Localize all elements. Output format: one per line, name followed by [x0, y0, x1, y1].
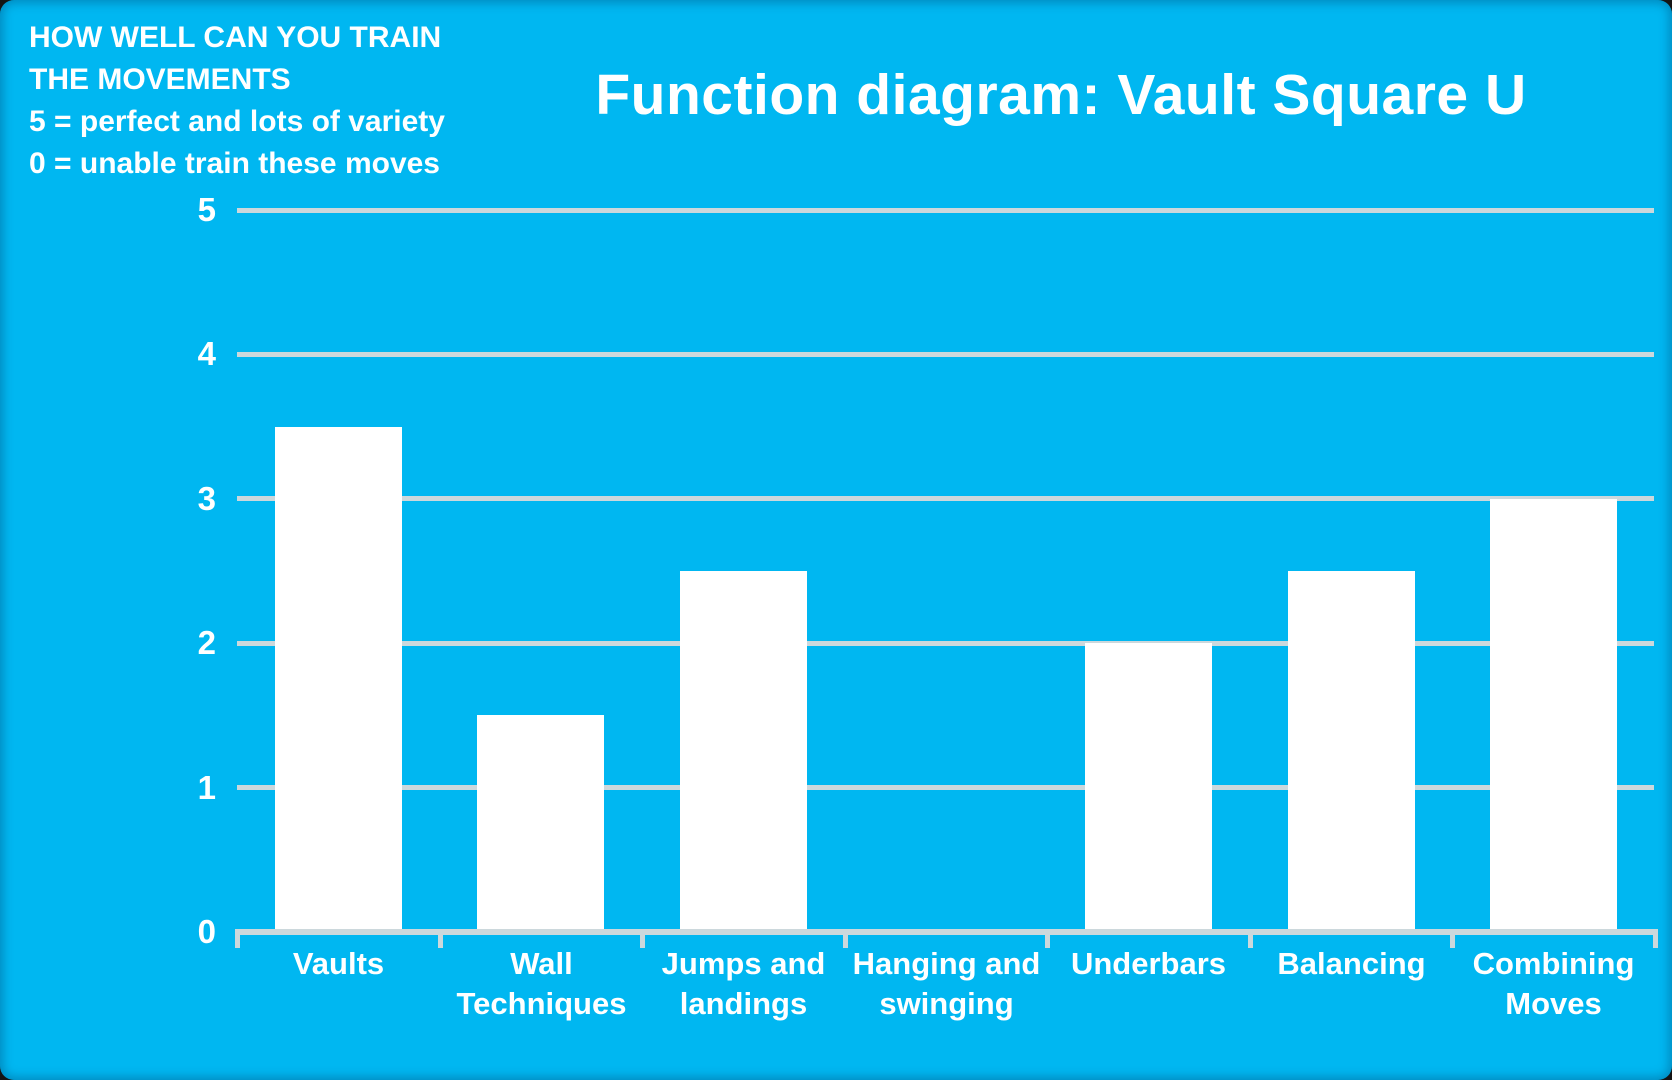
x-axis-category-label: Wall Techniques: [456, 946, 627, 1021]
x-axis-category-label: Combining Moves: [1472, 946, 1635, 1021]
rating-scale-note-line3: 5 = perfect and lots of variety: [29, 105, 445, 138]
y-axis-tick-label-4: 4: [197, 335, 216, 372]
bar-jumps-and-landings: [680, 571, 807, 932]
gridline-1: [237, 785, 1654, 790]
x-axis-tick-3: [843, 929, 848, 948]
x-axis-tick-0: [235, 929, 240, 948]
x-axis-tick-5: [1248, 929, 1253, 948]
y-axis-tick-label-2: 2: [197, 624, 216, 661]
x-axis-tick-1: [438, 929, 443, 948]
x-axis-category-label: Vaults: [292, 946, 385, 981]
rating-scale-note: HOW WELL CAN YOU TRAIN THE MOVEMENTS 5 =…: [29, 17, 445, 185]
x-axis-tick-4: [1045, 929, 1050, 948]
x-axis-category-label: Balancing: [1277, 946, 1426, 981]
bar-wall-techniques: [477, 715, 604, 932]
rating-scale-note-line4: 0 = unable train these moves: [29, 147, 440, 180]
gridline-3: [237, 496, 1654, 501]
rating-scale-note-line2: THE MOVEMENTS: [29, 63, 291, 96]
x-axis-tick-2: [640, 929, 645, 948]
y-axis-tick-label-0: 0: [197, 913, 216, 950]
bar-combining-moves: [1490, 499, 1617, 932]
gridline-5: [237, 208, 1654, 213]
gridline-2: [237, 641, 1654, 646]
y-axis-tick-label-3: 3: [197, 480, 216, 517]
bar-balancing: [1288, 571, 1415, 932]
gridline-4: [237, 352, 1654, 357]
x-axis-category-label: Jumps and landings: [661, 946, 826, 1021]
bar-vaults: [275, 427, 402, 932]
rating-scale-note-line1: HOW WELL CAN YOU TRAIN: [29, 21, 442, 54]
y-axis-tick-label-5: 5: [197, 191, 216, 228]
x-axis-line: [237, 929, 1658, 935]
y-axis-tick-label-1: 1: [197, 769, 216, 806]
chart-title: Function diagram: Vault Square U: [595, 63, 1527, 127]
x-axis-tick-7: [1653, 929, 1658, 948]
x-axis-category-label: Hanging and swinging: [852, 946, 1041, 1021]
bar-underbars: [1085, 643, 1212, 932]
x-axis-category-label: Underbars: [1070, 946, 1227, 981]
x-axis-tick-6: [1450, 929, 1455, 948]
